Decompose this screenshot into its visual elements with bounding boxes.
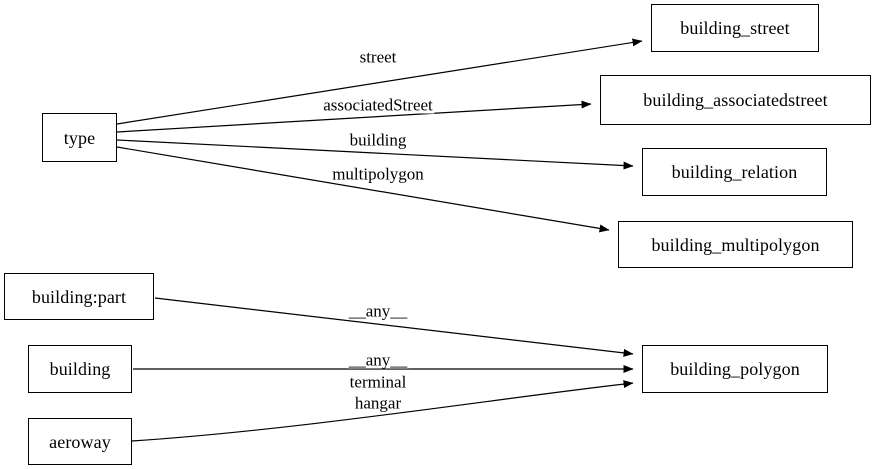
node-label: aeroway — [49, 431, 111, 452]
edge-label: street — [358, 47, 398, 67]
edge-label: terminal — [348, 372, 408, 392]
node-building_street[interactable]: building_street — [651, 4, 819, 52]
node-label: building_associatedstreet — [643, 90, 828, 110]
node-building[interactable]: building — [28, 345, 132, 393]
node-building_associatedstreet[interactable]: building_associatedstreet — [600, 75, 871, 125]
node-building_part[interactable]: building:part — [4, 273, 154, 320]
edge-type-to-building_multipolygon — [116, 146, 610, 233]
node-aeroway[interactable]: aeroway — [28, 418, 132, 465]
node-building_multipolygon[interactable]: building_multipolygon — [618, 221, 853, 268]
edge-label: __any__ — [347, 301, 409, 321]
node-label: building_relation — [671, 162, 798, 182]
node-building_relation[interactable]: building_relation — [642, 148, 827, 196]
edge-label: associatedStreet — [322, 95, 434, 115]
node-label: building_polygon — [670, 359, 800, 379]
node-label: building_street — [680, 18, 790, 38]
edge-label: multipolygon — [331, 164, 425, 184]
edge-label: building — [348, 130, 408, 150]
edge-label: __any__ — [347, 350, 409, 370]
edge-label: hangar — [353, 393, 403, 413]
node-label: type — [63, 127, 96, 148]
node-type[interactable]: type — [42, 113, 117, 162]
node-label: building_multipolygon — [651, 234, 820, 255]
node-label: building:part — [31, 286, 127, 307]
node-building_polygon[interactable]: building_polygon — [642, 345, 828, 393]
node-label: building — [49, 359, 111, 379]
